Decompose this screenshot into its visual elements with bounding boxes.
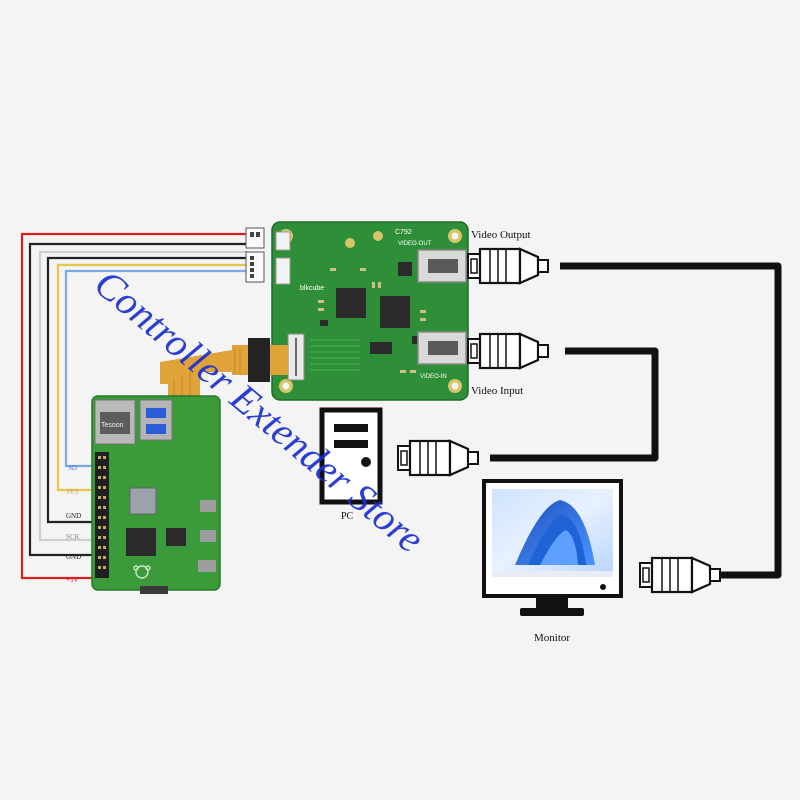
pin-label-sd: SD [68, 464, 77, 472]
raspberry-logo-icon [133, 565, 151, 579]
board-brand: blkcube [300, 285, 324, 292]
pi-ethernet-port: Tesoon [94, 399, 136, 445]
pc-tower-icon: PC [319, 407, 383, 522]
jst-connector-2pin [245, 227, 265, 249]
wire-blue-sd [64, 269, 248, 468]
board-port-in-label: VIDEO-IN [420, 374, 447, 380]
pin-label-5v: +5V [66, 576, 79, 584]
pc-label: PC [341, 511, 354, 522]
converter-board: C792 VIDEO-OUT VIDEO-IN blkcube [271, 221, 469, 401]
wire-yellow-3v3 [56, 263, 248, 492]
pi-ethernet-brand: Tesoon [101, 422, 124, 429]
hdmi-plug-monitor [638, 556, 722, 594]
video-input-label: Video Input [471, 385, 523, 397]
cable-video-output-to-monitor [560, 262, 782, 579]
wire-white-sck [38, 250, 248, 542]
board-model: C792 [395, 229, 412, 236]
pi-pin-labels: SD 3V3 GND SCK GND +5V [66, 464, 81, 584]
raspberry-pi-board: Tesoon [91, 395, 221, 594]
pin-label-gnd1: GND [66, 512, 81, 520]
jst-connector-4pin [245, 251, 265, 283]
hdmi-plug-input [466, 332, 550, 370]
wire-red-5v [20, 232, 248, 580]
cable-video-input-from-pc [490, 347, 659, 462]
pin-label-sck: SCK [66, 533, 80, 541]
video-output-label: Video Output [471, 229, 531, 241]
hdmi-port-in [417, 331, 467, 365]
wire-black-gnd1 [46, 256, 248, 524]
signal-wires [20, 232, 248, 580]
pin-label-3v3: 3V3 [66, 488, 79, 496]
wire-black-gnd2 [28, 242, 248, 557]
hdmi-plug-pc [396, 439, 480, 477]
hdmi-port-out [417, 249, 467, 283]
pin-label-gnd2: GND [66, 553, 81, 561]
monitor-icon [482, 479, 623, 616]
hdmi-cables [490, 262, 782, 579]
monitor-label: Monitor [534, 632, 570, 644]
windows-logo-icon [515, 500, 595, 565]
board-port-out-label: VIDEO-OUT [398, 241, 432, 247]
hdmi-plug-output [466, 247, 550, 285]
